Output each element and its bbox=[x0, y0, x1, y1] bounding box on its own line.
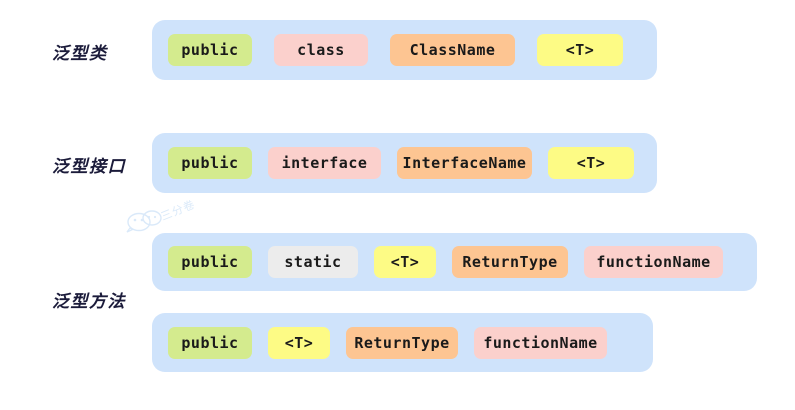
group-generic-class: public class ClassName <T> bbox=[152, 20, 657, 80]
row-label-generic-class: 泛型类 bbox=[52, 44, 108, 64]
group-generic-method-static: public static <T> ReturnType functionNam… bbox=[152, 233, 757, 291]
token-function-name-static-row[interactable]: functionName bbox=[584, 246, 723, 278]
token-public-method-static-row[interactable]: public bbox=[168, 246, 252, 278]
token-interface-keyword[interactable]: interface bbox=[268, 147, 381, 179]
token-static-keyword[interactable]: static bbox=[268, 246, 358, 278]
token-type-parameter-method-static-row[interactable]: <T> bbox=[374, 246, 436, 278]
token-function-name-method-row[interactable]: functionName bbox=[474, 326, 607, 359]
group-generic-interface: public interface InterfaceName <T> bbox=[152, 133, 657, 193]
wechat-bubbles-icon bbox=[126, 210, 162, 233]
token-type-parameter-interface-row[interactable]: <T> bbox=[548, 147, 634, 179]
token-type-parameter-class-row[interactable]: <T> bbox=[537, 34, 623, 66]
token-class-keyword[interactable]: class bbox=[274, 34, 368, 66]
token-class-name[interactable]: ClassName bbox=[390, 34, 515, 66]
token-type-parameter-method-row[interactable]: <T> bbox=[268, 326, 330, 359]
group-generic-method-instance: public <T> ReturnType functionName bbox=[152, 313, 653, 372]
token-return-type-static-row[interactable]: ReturnType bbox=[452, 246, 568, 278]
watermark-text: 三分卷 bbox=[159, 197, 198, 224]
token-interface-name[interactable]: InterfaceName bbox=[397, 147, 532, 179]
token-public-class-row[interactable]: public bbox=[168, 34, 252, 66]
token-public-interface-row[interactable]: public bbox=[168, 147, 252, 179]
row-label-generic-method: 泛型方法 bbox=[52, 292, 126, 312]
token-public-method-row[interactable]: public bbox=[168, 326, 252, 359]
token-return-type-method-row[interactable]: ReturnType bbox=[346, 326, 458, 359]
row-label-generic-interface: 泛型接口 bbox=[52, 157, 126, 177]
